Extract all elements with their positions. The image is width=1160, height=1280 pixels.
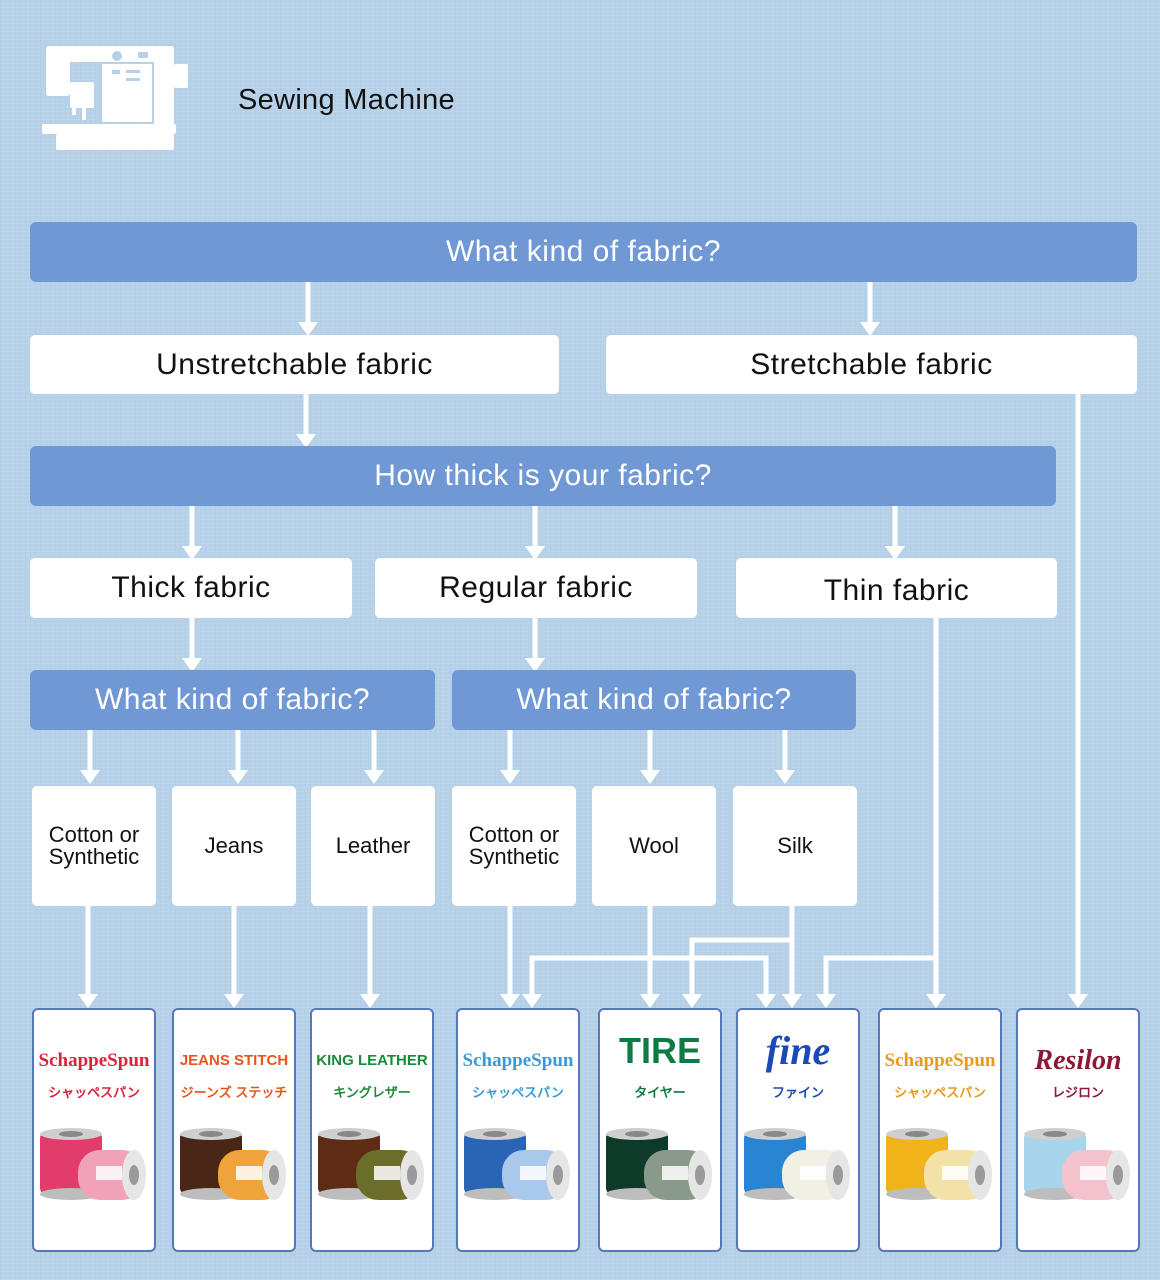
product-card[interactable]: Resilon レジロン	[1016, 1008, 1140, 1252]
answer-text: Thin fabric	[823, 574, 970, 607]
product-brand: TIRE	[618, 1030, 701, 1071]
thread-spools-image	[318, 1128, 424, 1200]
product-card[interactable]: SchappeSpun シャッペスパン	[456, 1008, 580, 1252]
product-subtitle: シャッペスパン	[48, 1085, 140, 1100]
question-text: What kind of fabric?	[445, 235, 722, 268]
leaf-text: Wool	[629, 833, 679, 858]
product-subtitle: タイヤー	[634, 1085, 686, 1100]
leaf-text: Cotton or Synthetic	[468, 822, 560, 869]
product-card[interactable]: SchappeSpun シャッペスパン	[32, 1008, 156, 1252]
question-thick-fabric-kind: What kind of fabric?	[30, 670, 435, 730]
leaf-text: Silk	[777, 833, 813, 858]
question-fabric-thickness: How thick is your fabric?	[30, 446, 1056, 506]
thread-spools-image	[886, 1128, 992, 1200]
answer-text: Unstretchable fabric	[156, 347, 433, 381]
answer-thin-fabric[interactable]: Thin fabric	[736, 558, 1057, 618]
product-card[interactable]: TIRE タイヤー	[598, 1008, 722, 1252]
leaf-thick-cotton-synthetic[interactable]: Cotton or Synthetic	[32, 786, 156, 906]
question-text: How thick is your fabric?	[374, 459, 712, 492]
leaf-text: Cotton or Synthetic	[48, 822, 140, 869]
question-regular-fabric-kind: What kind of fabric?	[452, 670, 856, 730]
sewing-machine-icon	[42, 46, 188, 150]
thread-spools-image	[606, 1128, 712, 1200]
answer-unstretchable-fabric[interactable]: Unstretchable fabric	[30, 335, 559, 394]
product-card[interactable]: SchappeSpun シャッペスパン	[878, 1008, 1002, 1252]
leaf-regular-silk[interactable]: Silk	[733, 786, 857, 906]
answer-stretchable-fabric[interactable]: Stretchable fabric	[606, 335, 1137, 394]
answer-thick-fabric[interactable]: Thick fabric	[30, 558, 352, 618]
leaf-text: Jeans	[204, 833, 264, 858]
product-brand: SchappeSpun	[462, 1050, 574, 1071]
product-subtitle: シャッペスパン	[472, 1085, 564, 1100]
page-title: Sewing Machine	[238, 84, 455, 116]
product-card[interactable]: JEANS STITCH ジーンズ ステッチ	[172, 1008, 296, 1252]
thread-spools-image	[180, 1128, 286, 1200]
question-text: What kind of fabric?	[516, 683, 792, 716]
answer-text: Regular fabric	[439, 571, 633, 604]
answer-text: Stretchable fabric	[750, 347, 993, 381]
product-subtitle: ファイン	[771, 1085, 824, 1100]
leaf-regular-wool[interactable]: Wool	[592, 786, 716, 906]
question-text: What kind of fabric?	[94, 683, 371, 716]
product-subtitle: キングレザー	[333, 1085, 411, 1100]
product-card[interactable]: KING LEATHER キングレザー	[310, 1008, 434, 1252]
product-brand: Resilon	[1034, 1045, 1122, 1076]
product-subtitle: シャッペスパン	[894, 1085, 986, 1100]
thread-spools-image	[1024, 1128, 1130, 1200]
thread-spools-image	[744, 1128, 850, 1200]
product-subtitle: ジーンズ ステッチ	[180, 1085, 288, 1100]
question-fabric-kind: What kind of fabric?	[30, 222, 1137, 282]
leaf-thick-leather[interactable]: Leather	[311, 786, 435, 906]
product-card[interactable]: fine ファイン	[736, 1008, 860, 1252]
leaf-thick-jeans[interactable]: Jeans	[172, 786, 296, 906]
product-brand: fine	[765, 1028, 831, 1073]
product-brand: SchappeSpun	[38, 1050, 150, 1071]
leaf-regular-cotton-synthetic[interactable]: Cotton or Synthetic	[452, 786, 576, 906]
product-brand: JEANS STITCH	[179, 1052, 289, 1069]
product-brand: KING LEATHER	[316, 1052, 428, 1069]
leaf-text: Leather	[335, 833, 411, 858]
thread-spools-image	[464, 1128, 570, 1200]
answer-regular-fabric[interactable]: Regular fabric	[375, 558, 697, 618]
product-subtitle: レジロン	[1051, 1085, 1104, 1100]
answer-text: Thick fabric	[111, 571, 271, 604]
thread-spools-image	[40, 1128, 146, 1200]
product-brand: SchappeSpun	[884, 1050, 996, 1071]
